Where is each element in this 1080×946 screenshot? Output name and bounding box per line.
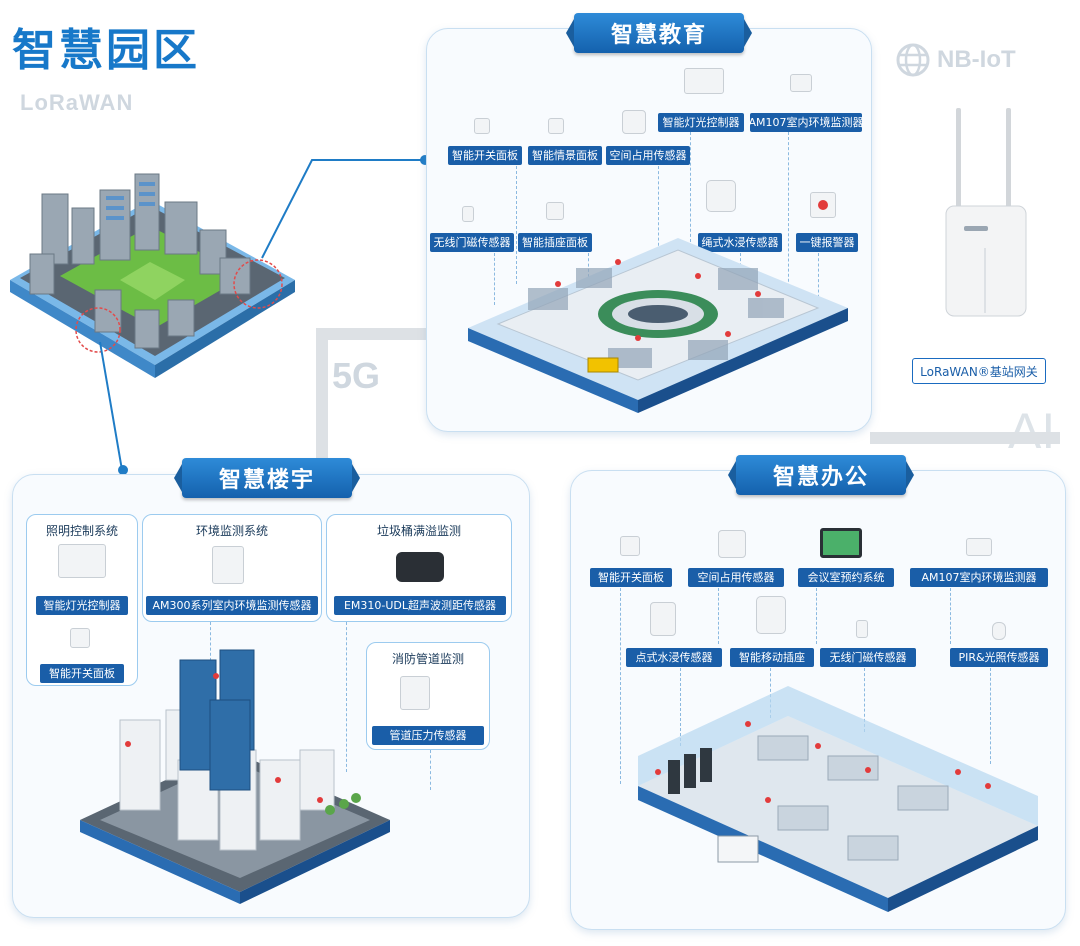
bld-leader-line <box>210 622 211 666</box>
page-title: 智慧园区 <box>12 25 200 76</box>
label-bld-light-controller: 智能灯光控制器 <box>36 596 128 615</box>
environment-sensor-icon <box>212 546 244 584</box>
label-edu-occupancy: 空间占用传感器 <box>606 146 690 165</box>
label-off-pir-light: PIR&光照传感器 <box>950 648 1048 667</box>
scene-panel-icon <box>548 118 564 134</box>
edu-leader-line <box>658 166 659 256</box>
light-controller-icon <box>684 68 724 94</box>
off-leader-line <box>620 588 621 784</box>
label-off-switch-panel: 智能开关面板 <box>590 568 672 587</box>
label-edu-switch-panel: 智能开关面板 <box>448 146 522 165</box>
label-bld-pressure: 管道压力传感器 <box>372 726 484 745</box>
label-off-mobile-socket: 智能移动插座 <box>730 648 814 667</box>
frame-line-vertical <box>316 328 328 468</box>
frame-line-horizontal <box>316 328 426 340</box>
office-illustration <box>638 686 1038 912</box>
bin-group-title: 垃圾桶满溢监测 <box>376 524 461 538</box>
socket-panel-icon <box>546 202 564 220</box>
spot-leak-sensor-icon <box>650 602 676 636</box>
edu-leader-line <box>494 253 495 305</box>
sos-alarm-icon <box>810 192 836 218</box>
off-leader-line <box>718 588 719 644</box>
fire-pipe-group-title: 消防管道监测 <box>391 652 464 666</box>
label-edu-sos-alarm: 一键报警器 <box>796 233 858 252</box>
label-edu-socket-panel: 智能插座面板 <box>518 233 592 252</box>
label-gateway: LoRaWAN®基站网关 <box>912 358 1046 384</box>
door-sensor-icon <box>856 620 868 638</box>
occupancy-sensor-icon <box>622 110 646 134</box>
edu-leader-line <box>690 132 691 242</box>
environment-group-title: 环境监测系统 <box>195 524 268 538</box>
bld-leader-line <box>346 622 347 772</box>
lorawan-watermark: LoRaWAN <box>20 90 134 115</box>
label-off-am107: AM107室内环境监测器 <box>910 568 1048 587</box>
rope-leak-sensor-icon <box>706 180 736 212</box>
switch-panel-icon <box>474 118 490 134</box>
lighting-group-title: 照明控制系统 <box>45 524 118 538</box>
off-leader-line <box>816 588 817 644</box>
label-off-spot-leak: 点式水浸传感器 <box>626 648 722 667</box>
5g-watermark: 5G <box>332 355 381 396</box>
office-header: 智慧办公 <box>736 455 906 495</box>
edu-leader-line <box>516 166 517 284</box>
city-illustration <box>80 649 390 904</box>
label-bld-switch-panel: 智能开关面板 <box>40 664 124 683</box>
light-controller-icon <box>58 544 106 578</box>
label-edu-rope-leak: 绳式水浸传感器 <box>698 233 782 252</box>
off-leader-line <box>990 668 991 764</box>
frame-line-right <box>870 432 1060 444</box>
off-leader-line <box>770 668 771 718</box>
switch-panel-icon <box>620 536 640 556</box>
off-leader-line <box>864 668 865 732</box>
off-leader-line <box>680 668 681 746</box>
globe-icon <box>896 43 930 77</box>
label-edu-am107: AM107室内环境监测器 <box>749 113 864 132</box>
meeting-tablet-icon <box>820 528 862 558</box>
label-edu-door-sensor: 无线门磁传感器 <box>430 233 514 252</box>
gateway-device-icon <box>945 108 1027 317</box>
label-off-door-sensor: 无线门磁传感器 <box>820 648 916 667</box>
door-sensor-icon <box>462 206 474 222</box>
ai-watermark: AI <box>1008 403 1056 459</box>
label-edu-light-controller: 智能灯光控制器 <box>658 113 744 132</box>
connector-lines <box>99 155 430 475</box>
label-bld-am300: AM300系列室内环境监测传感器 <box>146 596 318 615</box>
campus-illustration <box>10 173 295 378</box>
pir-sensor-icon <box>992 622 1006 640</box>
occupancy-sensor-icon <box>718 530 746 558</box>
nbiot-watermark-text: NB-IoT <box>937 46 1016 73</box>
pressure-sensor-icon <box>400 676 430 710</box>
sos-button-icon <box>818 200 828 210</box>
education-header: 智慧教育 <box>574 13 744 53</box>
label-off-meeting: 会议室预约系统 <box>798 568 894 587</box>
tablet-screen-icon <box>823 531 859 555</box>
label-edu-scene-panel: 智能情景面板 <box>528 146 602 165</box>
nbiot-watermark: NB-IoT <box>895 42 1016 78</box>
environment-monitor-icon <box>966 538 992 556</box>
edu-leader-line <box>818 253 819 303</box>
off-leader-line <box>950 588 951 644</box>
ultrasonic-sensor-icon <box>396 552 444 582</box>
switch-panel-icon <box>70 628 90 648</box>
building-header: 智慧楼宇 <box>182 458 352 498</box>
label-off-occupancy: 空间占用传感器 <box>688 568 784 587</box>
edu-leader-line <box>788 132 789 302</box>
environment-monitor-icon <box>790 74 812 92</box>
label-bld-em310: EM310-UDL超声波测距传感器 <box>334 596 506 615</box>
bld-leader-line <box>430 750 431 790</box>
mobile-socket-icon <box>756 596 786 634</box>
school-illustration <box>468 238 848 413</box>
